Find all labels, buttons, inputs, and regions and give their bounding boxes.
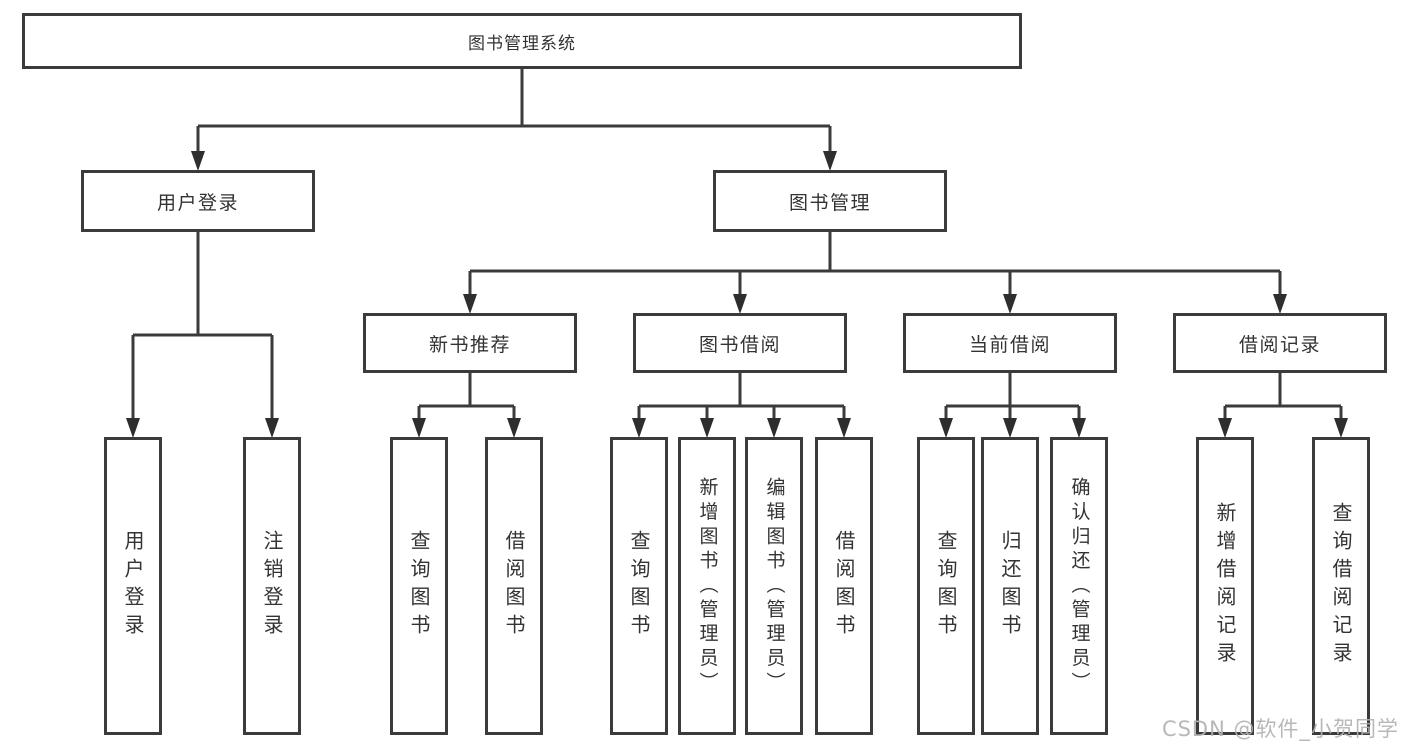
- node-borrowing-records-label: 借阅记录: [1238, 333, 1321, 356]
- node-current-borrowing: 当前借阅: [903, 313, 1117, 373]
- leaf-nb-borrow: 借阅图书: [485, 437, 543, 735]
- node-book-borrowing-label: 图书借阅: [698, 333, 781, 356]
- leaf-bb-query-label: 查询图书: [627, 530, 651, 642]
- leaf-cb-return: 归还图书: [981, 437, 1039, 735]
- connector-user-login-branch: [126, 232, 279, 438]
- node-book-management: 图书管理: [713, 170, 947, 232]
- leaf-cb-query-label: 查询图书: [934, 530, 958, 642]
- node-user-login-label: 用户登录: [156, 191, 239, 214]
- node-root: 图书管理系统: [22, 13, 1022, 69]
- leaf-nb-query: 查询图书: [390, 437, 448, 735]
- leaf-bb-add-label: 新增图书（管理员）: [696, 476, 719, 696]
- connector-current-borrowing-branch: [939, 373, 1086, 438]
- node-book-borrowing: 图书借阅: [633, 313, 847, 373]
- node-root-label: 图书管理系统: [468, 33, 576, 54]
- node-user-login: 用户登录: [81, 170, 315, 232]
- leaf-br-add-label: 新增借阅记录: [1213, 502, 1237, 670]
- leaf-bb-query: 查询图书: [610, 437, 668, 735]
- csdn-watermark: CSDN @软件_小贺同学: [1161, 717, 1399, 741]
- leaf-bb-add: 新增图书（管理员）: [678, 437, 736, 735]
- leaf-user-login: 用户登录: [104, 437, 162, 735]
- connector-root-to-level2: [191, 69, 837, 171]
- leaf-logout: 注销登录: [243, 437, 301, 735]
- leaf-br-add: 新增借阅记录: [1196, 437, 1254, 735]
- node-borrowing-records: 借阅记录: [1173, 313, 1387, 373]
- leaf-cb-query: 查询图书: [917, 437, 975, 735]
- leaf-br-query-label: 查询借阅记录: [1329, 502, 1353, 670]
- leaf-user-login-label: 用户登录: [121, 530, 145, 642]
- node-new-book-recommend: 新书推荐: [363, 313, 577, 373]
- leaf-cb-confirm-label: 确认归还（管理员）: [1068, 476, 1091, 696]
- node-new-book-recommend-label: 新书推荐: [428, 333, 511, 356]
- leaf-bb-borrow-label: 借阅图书: [832, 530, 856, 642]
- leaf-logout-label: 注销登录: [260, 530, 284, 642]
- node-book-management-label: 图书管理: [788, 191, 871, 214]
- node-current-borrowing-label: 当前借阅: [968, 333, 1051, 356]
- leaf-cb-confirm: 确认归还（管理员）: [1050, 437, 1108, 735]
- connector-borrowing-records-branch: [1218, 373, 1348, 438]
- connector-new-book-recommend-branch: [412, 373, 521, 438]
- leaf-bb-edit-label: 编辑图书（管理员）: [763, 476, 786, 696]
- connector-book-borrowing-branch: [632, 373, 851, 438]
- leaf-br-query: 查询借阅记录: [1312, 437, 1370, 735]
- leaf-nb-borrow-label: 借阅图书: [502, 530, 526, 642]
- leaf-bb-borrow: 借阅图书: [815, 437, 873, 735]
- connector-book-management-branch: [463, 232, 1287, 314]
- leaf-bb-edit: 编辑图书（管理员）: [745, 437, 803, 735]
- leaf-nb-query-label: 查询图书: [407, 530, 431, 642]
- leaf-cb-return-label: 归还图书: [998, 530, 1022, 642]
